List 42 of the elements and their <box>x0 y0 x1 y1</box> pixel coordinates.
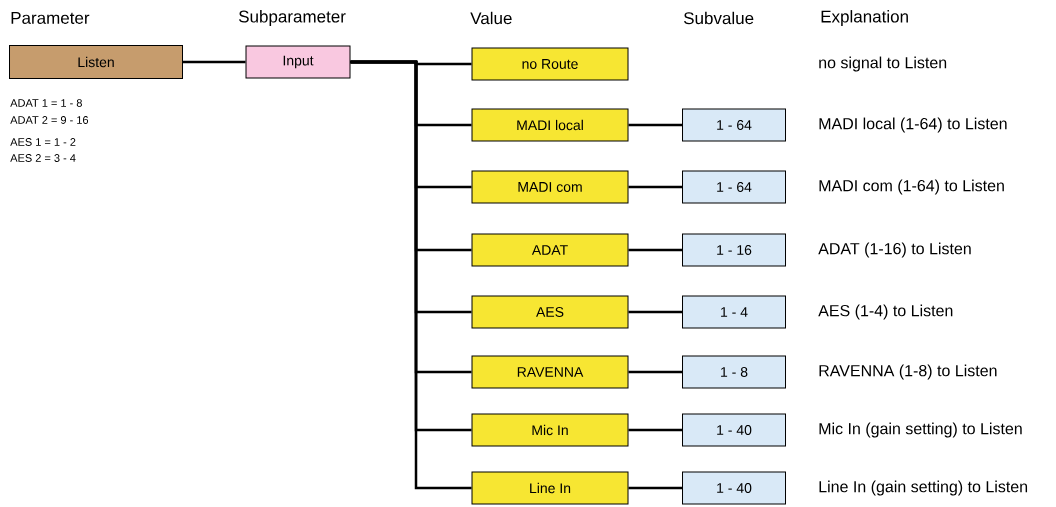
explanation-text: Line In (gain setting) to Listen <box>819 480 1028 496</box>
value-box: AES <box>471 295 629 329</box>
parameter-box: Input <box>245 45 351 79</box>
value-box: no Route <box>471 47 629 81</box>
note-text: ADAT 1 = 1 - 8 <box>10 99 82 107</box>
explanation-text: AES (1-4) to Listen <box>818 304 953 320</box>
connector-line <box>628 486 682 490</box>
explanation-text: Mic In (gain setting) to Listen <box>819 422 1022 438</box>
subvalue-box: 1 - 40 <box>682 413 786 447</box>
connector-line <box>628 123 682 127</box>
connector-line <box>628 428 682 432</box>
header-text: Explanation <box>821 10 908 26</box>
header-text: Value <box>470 11 512 25</box>
header-text: Parameter <box>11 12 90 24</box>
subvalue-box: 1 - 4 <box>682 295 786 329</box>
note-text: ADAT 2 = 9 - 16 <box>10 116 89 124</box>
value-box: Mic In <box>471 413 629 447</box>
connector-line <box>628 370 682 374</box>
subvalue-box: 1 - 64 <box>682 170 786 204</box>
value-box: Line In <box>471 471 629 505</box>
parameter-box: Listen <box>9 45 183 79</box>
subvalue-box: 1 - 40 <box>682 471 786 505</box>
value-box: MADI com <box>471 170 629 204</box>
subvalue-box: 1 - 64 <box>682 108 786 142</box>
header-text: Subparameter <box>239 10 346 26</box>
connector-line <box>628 310 682 314</box>
explanation-text: ADAT (1-16) to Listen <box>818 242 971 258</box>
subvalue-box: 1 - 8 <box>682 355 786 389</box>
explanation-text: MADI com (1-64) to Listen <box>819 179 1004 195</box>
connector-line <box>628 248 682 252</box>
note-text: AES 2 = 3 - 4 <box>10 154 76 162</box>
value-box: ADAT <box>471 233 629 267</box>
header-text: Subvalue <box>684 11 754 25</box>
subvalue-box: 1 - 16 <box>682 233 786 267</box>
note-text: AES 1 = 1 - 2 <box>10 138 76 146</box>
explanation-text: RAVENNA (1-8) to Listen <box>819 364 997 380</box>
connector-line <box>628 185 682 189</box>
value-box: MADI local <box>471 108 629 142</box>
connector-line <box>183 60 246 64</box>
explanation-text: no signal to Listen <box>819 56 947 72</box>
explanation-text: MADI local (1-64) to Listen <box>819 117 1007 133</box>
value-box: RAVENNA <box>471 355 629 389</box>
